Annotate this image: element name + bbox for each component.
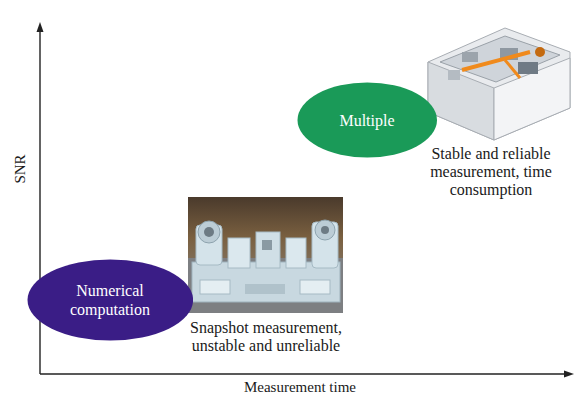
caption-text: Stable and reliable measurement, time co… bbox=[430, 145, 552, 199]
node-text: Numerical computation bbox=[56, 281, 164, 319]
node-text: Multiple bbox=[322, 111, 412, 130]
ellipse-shape bbox=[27, 259, 194, 341]
caption-text: Snapshot measurement, unstable and unrel… bbox=[177, 319, 355, 355]
snapshot-photo bbox=[188, 197, 343, 313]
instrument-photo bbox=[428, 28, 570, 140]
ellipse-node: Multiple bbox=[297, 82, 438, 158]
axis-label: SNR bbox=[11, 151, 29, 187]
ellipse-node: Numerical computation bbox=[27, 259, 194, 341]
axis-label: Measurement time bbox=[220, 378, 380, 396]
